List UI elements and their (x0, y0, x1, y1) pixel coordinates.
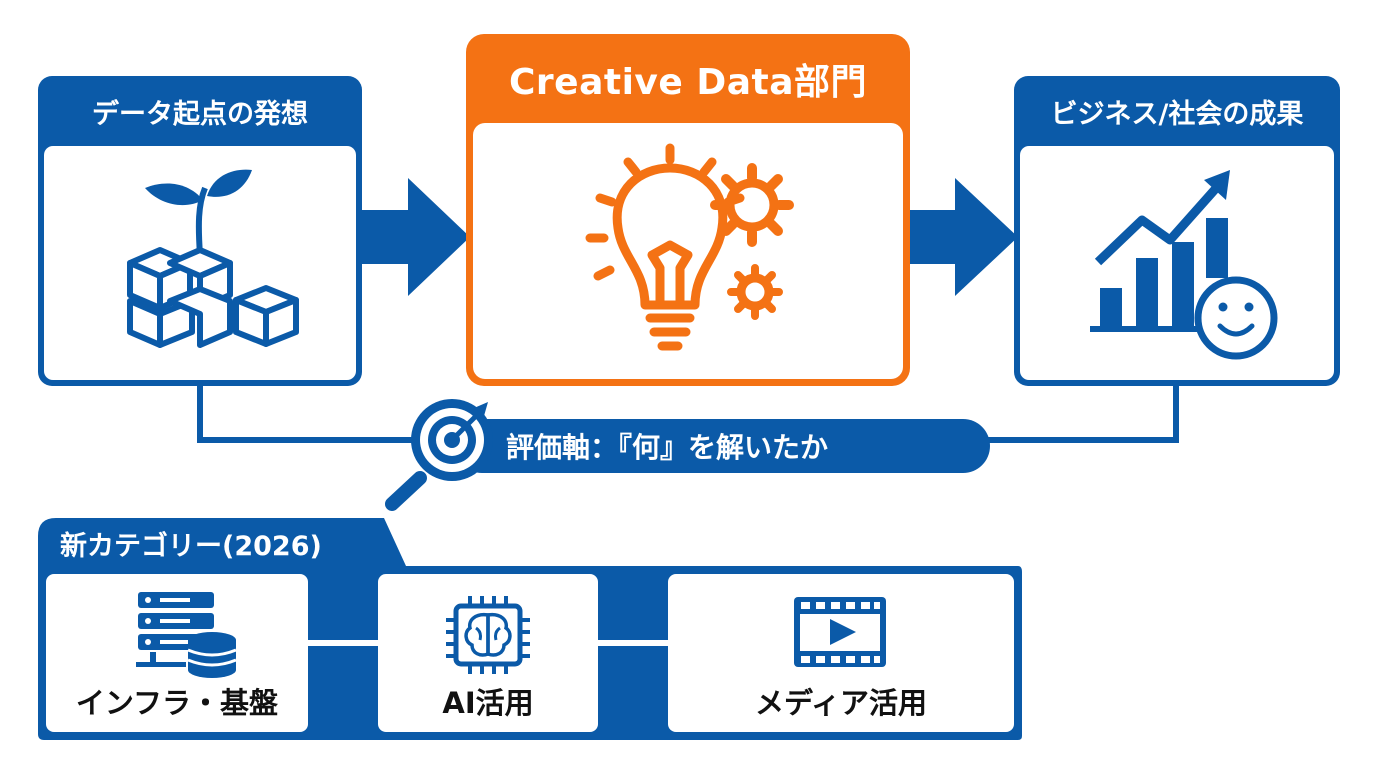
connector-left (197, 385, 430, 443)
category-media-label: メディア活用 (755, 686, 927, 720)
source-title: データ起点の発想 (92, 98, 308, 130)
center-title: Creative Data部門 (508, 61, 868, 103)
video-film-icon (794, 597, 886, 667)
connector-right (985, 385, 1179, 443)
growth-chart-with-smiley-icon (1090, 170, 1278, 360)
flow-arrow-left (358, 178, 470, 296)
evaluation-label: 評価軸：『何』を解いたか (506, 431, 829, 464)
category-infra-label: インフラ・基盤 (75, 686, 279, 720)
target-magnifier-icon (385, 399, 493, 511)
lightbulb-with-gears-icon (585, 143, 794, 351)
result-title: ビジネス/社会の成果 (1050, 98, 1304, 130)
category-ai-label: AI活用 (442, 686, 534, 720)
ai-brain-chip-icon (446, 596, 530, 674)
categories-title: 新カテゴリー(2026) (60, 530, 322, 562)
plant-sprouting-from-cubes-icon (127, 169, 299, 348)
evaluation-bar (455, 419, 990, 473)
flow-arrow-right (905, 178, 1018, 296)
server-database-icon (136, 592, 237, 678)
